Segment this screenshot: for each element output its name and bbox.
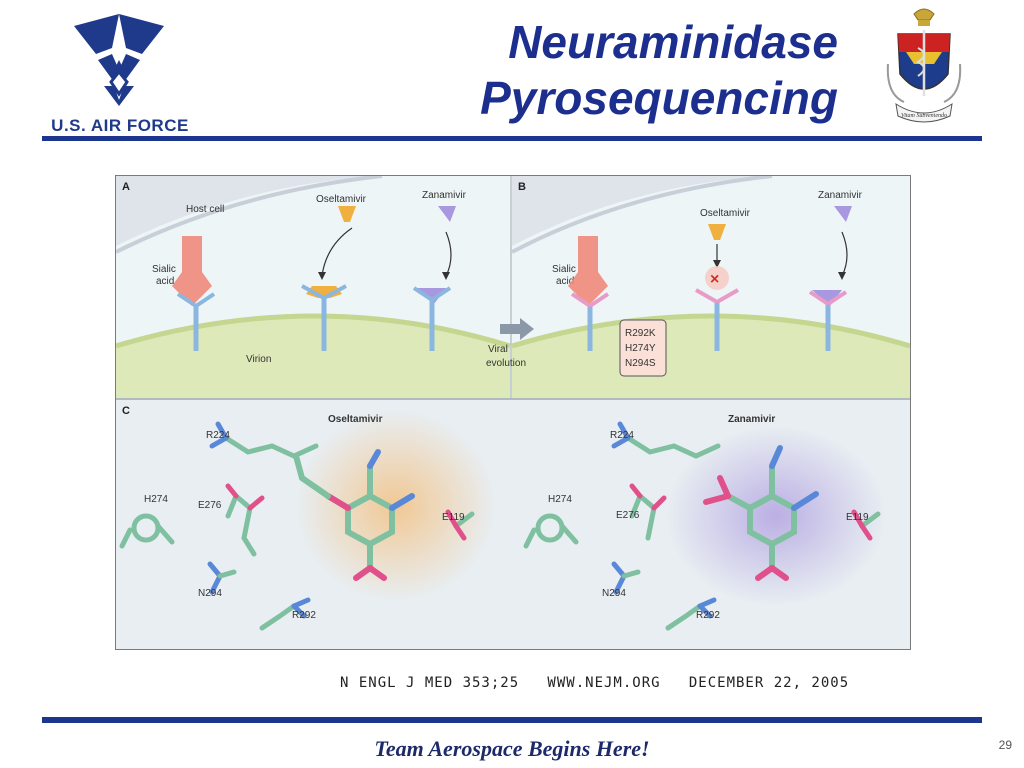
journal-citation: N ENGL J MED 353;25 WWW.NEJM.ORG DECEMBE…: [340, 675, 850, 691]
acid-label-b: acid: [556, 276, 574, 287]
residue-n294-right: N294: [602, 588, 626, 599]
residues-left: [119, 421, 475, 631]
host-cell-label: Host cell: [186, 204, 224, 215]
footer-tagline: Team Aerospace Begins Here!: [374, 736, 650, 761]
residue-r292-left: R292: [292, 610, 316, 621]
zanamivir-drug-b: [808, 206, 852, 351]
viral-label: Viral: [488, 344, 508, 355]
mutation-1: R292K: [625, 328, 656, 339]
zanamivir-density: [666, 426, 886, 606]
sialic-label-a: Sialic: [152, 264, 176, 275]
sialic-receptor-a: [172, 236, 216, 351]
mutation-2: H274Y: [625, 343, 656, 354]
oseltamivir-molecule: [293, 449, 415, 581]
zanamivir-drug-a: [412, 206, 456, 351]
zanamivir-label-b: Zanamivir: [818, 190, 863, 201]
title-line-1: Neuraminidase: [508, 16, 838, 68]
sialic-label-b: Sialic: [552, 264, 576, 275]
residues-right: [523, 421, 881, 631]
acid-label-a: acid: [156, 276, 174, 287]
zanamivir-molecule: [703, 445, 819, 581]
residue-h274-left: H274: [144, 494, 168, 505]
residue-e276-right: E276: [616, 510, 640, 521]
neuraminidase-figure: A Host cell Oseltamivir Zanamivir Sialic…: [115, 175, 911, 650]
panel-c-letter: C: [122, 405, 130, 417]
evolution-label: evolution: [486, 358, 526, 369]
oseltamivir-drug-b: ×: [695, 224, 739, 351]
oseltamivir-label-a: Oseltamivir: [316, 194, 367, 205]
air-force-logo: U.S. AIR FORCE: [40, 8, 200, 138]
medical-crest-icon: Vitam Subveniendo: [884, 4, 964, 128]
mutation-3: N294S: [625, 358, 656, 369]
residue-e276-left: E276: [198, 500, 222, 511]
virion-label: Virion: [246, 354, 271, 365]
residue-r292-right: R292: [696, 610, 720, 621]
air-force-wings-icon: [74, 14, 164, 106]
top-rule: [42, 136, 982, 141]
logo-text: U.S. AIR FORCE: [51, 116, 189, 135]
residue-r224-right: R224: [610, 430, 634, 441]
residue-n294-left: N294: [198, 588, 222, 599]
blocked-x-icon: ×: [710, 271, 719, 288]
bottom-rule: [42, 717, 982, 723]
slide-title: Neuraminidase Pyrosequencing: [480, 14, 838, 126]
residue-r224-left: R224: [206, 430, 230, 441]
viral-evolution-arrow: Viral evolution: [486, 318, 534, 369]
panel-b-letter: B: [518, 181, 526, 193]
zanamivir-label-a: Zanamivir: [422, 190, 467, 201]
oseltamivir-label-b: Oseltamivir: [700, 208, 751, 219]
zanamivir-structure-title: Zanamivir: [728, 414, 775, 425]
sialic-receptor-b: [568, 236, 610, 351]
page-number: 29: [998, 738, 1012, 752]
residue-h274-right: H274: [548, 494, 572, 505]
title-line-2: Pyrosequencing: [480, 72, 838, 124]
residue-e119-right: E119: [846, 512, 869, 523]
residue-e119-left: E119: [442, 512, 465, 523]
crest-motto: Vitam Subveniendo: [901, 113, 947, 119]
mutation-box: R292K H274Y N294S: [619, 319, 667, 377]
panel-a-letter: A: [122, 181, 130, 193]
oseltamivir-drug-a: [301, 206, 356, 351]
